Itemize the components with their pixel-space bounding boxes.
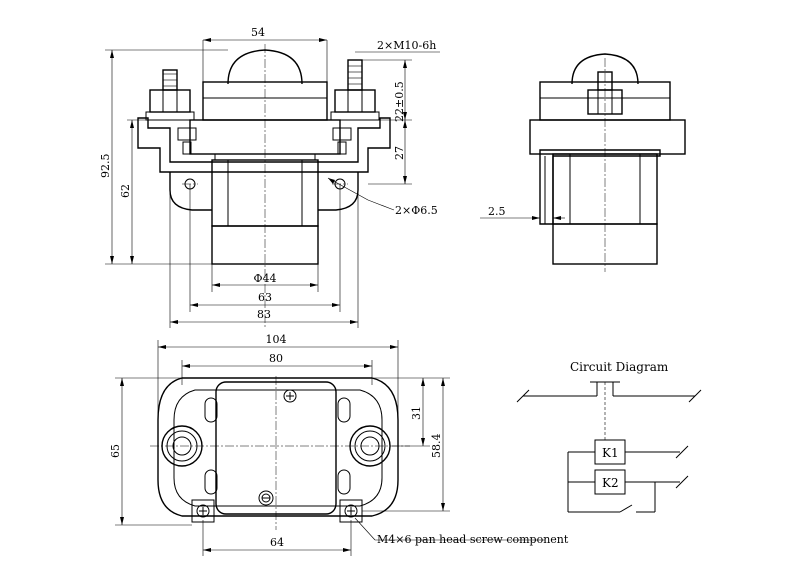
dim-80: 80 — [269, 352, 283, 365]
dim-31: 31 — [410, 406, 423, 420]
dim-65: 65 — [109, 444, 122, 458]
dim-27: 27 — [393, 146, 406, 160]
dim-104: 104 — [266, 333, 287, 346]
dim-body-height: 62 — [119, 184, 132, 198]
k1-label: K1 — [602, 446, 619, 460]
dim-64: 64 — [270, 536, 284, 549]
side-view: 2.5 — [480, 53, 686, 272]
circuit-title: Circuit Diagram — [570, 360, 669, 374]
dim-83: 83 — [257, 308, 271, 321]
front-view: 54 — [99, 26, 440, 328]
k1-coil-box — [594, 439, 626, 465]
k2-label: K2 — [602, 476, 619, 490]
circuit-diagram: Circuit Diagram K1 K2 — [516, 360, 702, 513]
screw-note: M4×6 pan head screw component — [377, 533, 569, 546]
dim-total-height: 92.5 — [99, 154, 112, 179]
dim-plate-2-5: 2.5 — [488, 205, 506, 218]
dim-63: 63 — [258, 291, 272, 304]
top-view: 104 80 — [109, 333, 569, 556]
dim-diameter-44: Φ44 — [253, 272, 276, 285]
dim-58-4: 58.4 — [430, 434, 443, 459]
dim-terminal-height: 22±0.5 — [393, 81, 406, 122]
dim-54: 54 — [251, 26, 265, 39]
dim-bolt-thread: 2×M10-6h — [377, 39, 436, 52]
dim-mount-holes: 2×Φ6.5 — [395, 204, 438, 217]
